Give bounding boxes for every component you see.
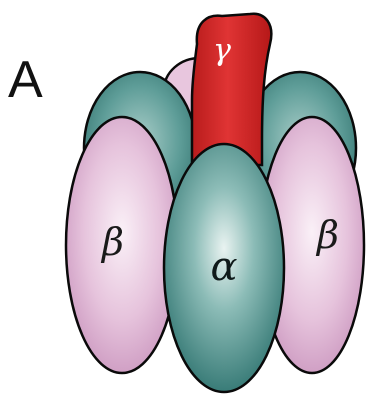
- alpha-label: α: [210, 244, 237, 290]
- gamma-subunit: [192, 14, 271, 165]
- beta-left-label: β: [100, 220, 124, 264]
- gamma-label: γ: [213, 33, 231, 68]
- panel-label: A: [8, 51, 43, 109]
- beta-right-label: β: [315, 213, 339, 257]
